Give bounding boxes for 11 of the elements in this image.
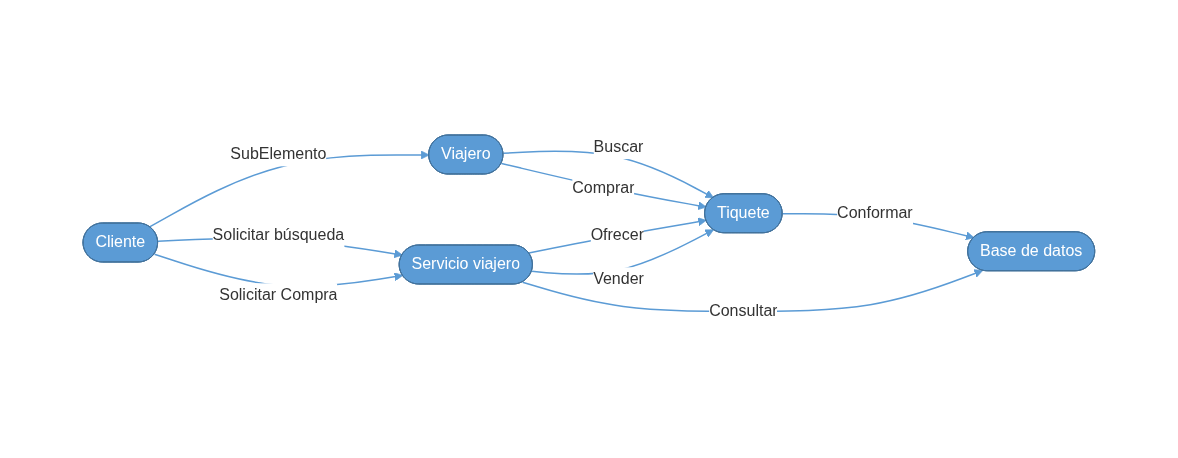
edge-label: Comprar	[572, 178, 635, 196]
edge-label: Ofrecer	[590, 226, 645, 244]
arrow	[528, 217, 707, 254]
edge-label: Conformar	[837, 204, 913, 222]
edge-label: Consultar	[709, 302, 778, 320]
edge-label: Buscar	[593, 138, 644, 156]
edge-label: Solicitar búsqueda	[212, 226, 345, 244]
edge-label: Solicitar Compra	[219, 286, 338, 304]
arrow	[500, 162, 707, 210]
edge-label: SubElemento	[230, 145, 327, 163]
edge-label: Vender	[593, 270, 644, 288]
